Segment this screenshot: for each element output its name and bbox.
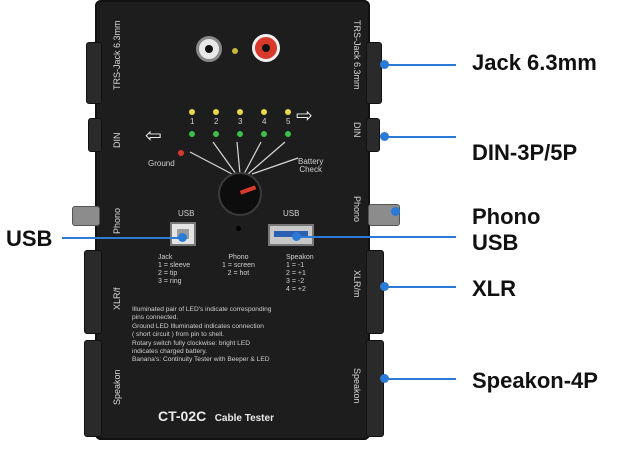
left-speakon-connector xyxy=(84,340,102,437)
model-number: CT-02C xyxy=(158,408,207,424)
left-jack-connector xyxy=(86,42,102,104)
arrow-left-icon: ⇦ xyxy=(145,125,162,147)
led-green-2 xyxy=(213,131,219,137)
usb-right-callout-dot xyxy=(292,232,301,241)
usb-left-callout-dot xyxy=(178,233,187,242)
led-green-4 xyxy=(261,131,267,137)
arrow-right-icon: ⇨ xyxy=(296,105,313,127)
left-din-label: DIN xyxy=(112,132,122,149)
callout-usb-right: USB xyxy=(472,230,519,255)
led-yellow-5 xyxy=(285,109,291,115)
left-xlr-label: XLR/f xyxy=(112,287,122,310)
left-phono-connector xyxy=(72,206,100,226)
jack-socket-left xyxy=(196,36,222,62)
right-din-connector xyxy=(366,118,380,152)
right-speakon-connector xyxy=(366,340,384,437)
ground-label: Ground xyxy=(148,159,175,168)
led-yellow-4 xyxy=(261,109,267,115)
led-green-1 xyxy=(189,131,195,137)
indicator-led xyxy=(232,48,238,54)
usb-right-port-label: USB xyxy=(283,209,300,218)
left-trs-label: TRS-Jack 6.3mm xyxy=(112,20,122,90)
callout-speakon: Speakon-4P xyxy=(472,368,598,393)
right-xlr-label: XLR/m xyxy=(352,270,362,298)
right-xlr-connector xyxy=(366,250,384,334)
usb-left-callout-line xyxy=(62,237,182,239)
led-label-2: 2 xyxy=(214,117,219,126)
led-label-3: 3 xyxy=(238,117,243,126)
right-phono-label: Phono xyxy=(352,196,362,223)
led-green-5 xyxy=(285,131,291,137)
selector-lines xyxy=(189,141,299,175)
led-label-5: 5 xyxy=(286,117,291,126)
led-yellow-3 xyxy=(237,109,243,115)
phono-legend: Phono 1 = screen 2 = hot xyxy=(222,254,255,277)
jack-callout-line xyxy=(386,64,456,66)
phono-usb-callout-line xyxy=(298,236,456,238)
jack-legend: Jack 1 = sleeve 2 = tip 3 = ring xyxy=(158,254,191,285)
left-speakon-label: Speakon xyxy=(112,369,122,405)
callout-xlr: XLR xyxy=(472,276,516,301)
left-phono-label: Phono xyxy=(112,207,122,234)
beeper-hole xyxy=(236,226,241,231)
cable-tester-device xyxy=(95,0,370,440)
led-yellow-1 xyxy=(189,109,195,115)
speakon-legend: Speakon 1 = -1 2 = +1 3 = -2 4 = +2 xyxy=(286,254,314,293)
battery-check-label: Battery Check xyxy=(298,157,324,174)
xlr-callout-line xyxy=(386,286,456,288)
right-trs-label: TRS-Jack 6.3mm xyxy=(352,20,362,90)
din-callout-line xyxy=(386,136,456,138)
callout-usb-left: USB xyxy=(6,226,53,251)
usb-left-port-label: USB xyxy=(178,209,195,218)
led-yellow-2 xyxy=(213,109,219,115)
speakon-callout-dot xyxy=(380,374,389,383)
led-label-4: 4 xyxy=(262,117,267,126)
rotary-selector-knob[interactable] xyxy=(218,172,262,216)
callout-phono: Phono xyxy=(472,204,541,229)
model-name: CT-02C Cable Tester xyxy=(158,408,274,426)
jack-callout-dot xyxy=(380,60,389,69)
callout-jack: Jack 6.3mm xyxy=(472,50,597,75)
left-xlr-connector xyxy=(84,250,102,334)
right-speakon-label: Speakon xyxy=(352,368,362,404)
led-label-1: 1 xyxy=(190,117,195,126)
right-jack-connector xyxy=(366,42,382,104)
phono-callout-dot xyxy=(391,207,400,216)
led-green-3 xyxy=(237,131,243,137)
speakon-callout-line xyxy=(386,378,456,380)
instructions-text: Illuminated pair of LED's indicate corre… xyxy=(132,306,272,364)
xlr-callout-dot xyxy=(380,282,389,291)
din-callout-dot xyxy=(380,132,389,141)
jack-socket-right xyxy=(252,34,280,62)
callout-din: DIN-3P/5P xyxy=(472,140,578,165)
product-name: Cable Tester xyxy=(214,413,274,424)
usb-a-port xyxy=(268,224,314,246)
ground-led xyxy=(178,150,184,156)
right-din-label: DIN xyxy=(352,122,362,138)
left-din-connector xyxy=(88,118,102,152)
